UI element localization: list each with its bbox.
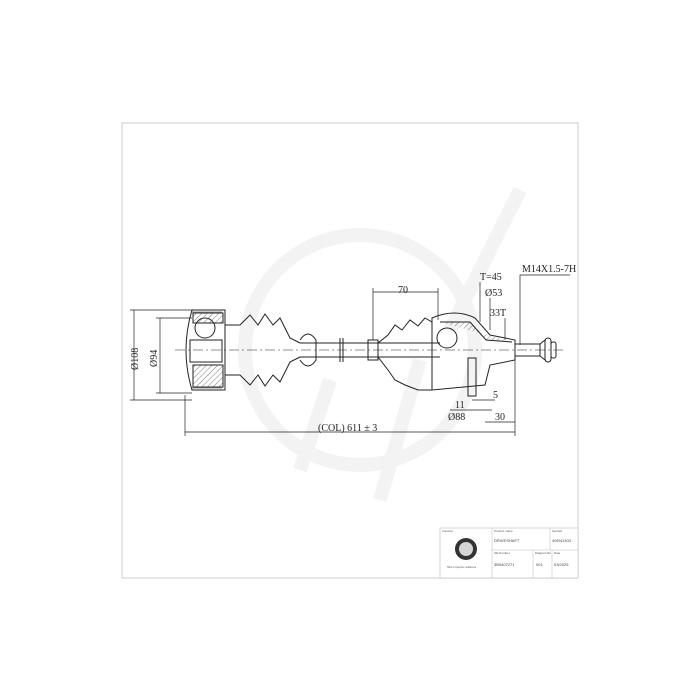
driveshaft-outline bbox=[175, 309, 565, 397]
dim-diameter-88: Ø88 bbox=[448, 412, 465, 423]
product-name: DRIVESHAFT bbox=[494, 538, 520, 543]
date-label: Date bbox=[554, 551, 561, 555]
importer-text: SKL Importer address bbox=[447, 565, 477, 569]
dim-outer-diameter: Ø108 bbox=[130, 348, 141, 370]
importer-label: Importer bbox=[442, 529, 453, 533]
title-block: Importer SKL Importer address Product na… bbox=[439, 527, 579, 579]
dim-thread: M14X1.5-7H bbox=[522, 264, 576, 275]
dim-70: 70 bbox=[398, 285, 408, 296]
oe-number: 3B0407271 bbox=[494, 562, 515, 567]
dim-30: 30 bbox=[495, 412, 505, 423]
date: 03/2025 bbox=[554, 562, 569, 567]
oe-number-label: OE Number bbox=[494, 551, 510, 555]
dim-11: 11 bbox=[455, 400, 465, 411]
symbol-label: Symbol bbox=[552, 529, 562, 533]
diagram-no-label: Diagram No bbox=[535, 551, 551, 555]
symbol: 40EN1303 bbox=[552, 538, 572, 543]
dim-5: 5 bbox=[493, 390, 498, 401]
product-name-label: Product name bbox=[494, 529, 513, 533]
dim-diameter-53: Ø53 bbox=[485, 288, 502, 299]
dimension-labels: Ø108 Ø94 70 (COL) 611 ± 3 T=45 Ø53 33T M… bbox=[130, 264, 576, 434]
dim-spline-teeth: 33T bbox=[490, 308, 506, 319]
dim-teeth-outer: T=45 bbox=[480, 272, 502, 283]
dim-inner-diameter: Ø94 bbox=[149, 350, 160, 367]
watermark-logo bbox=[238, 186, 527, 502]
dimension-lines bbox=[130, 274, 570, 436]
dim-overall-length: (COL) 611 ± 3 bbox=[318, 423, 377, 434]
diagram-no: 001 bbox=[536, 562, 543, 567]
drawing-frame bbox=[121, 122, 579, 579]
